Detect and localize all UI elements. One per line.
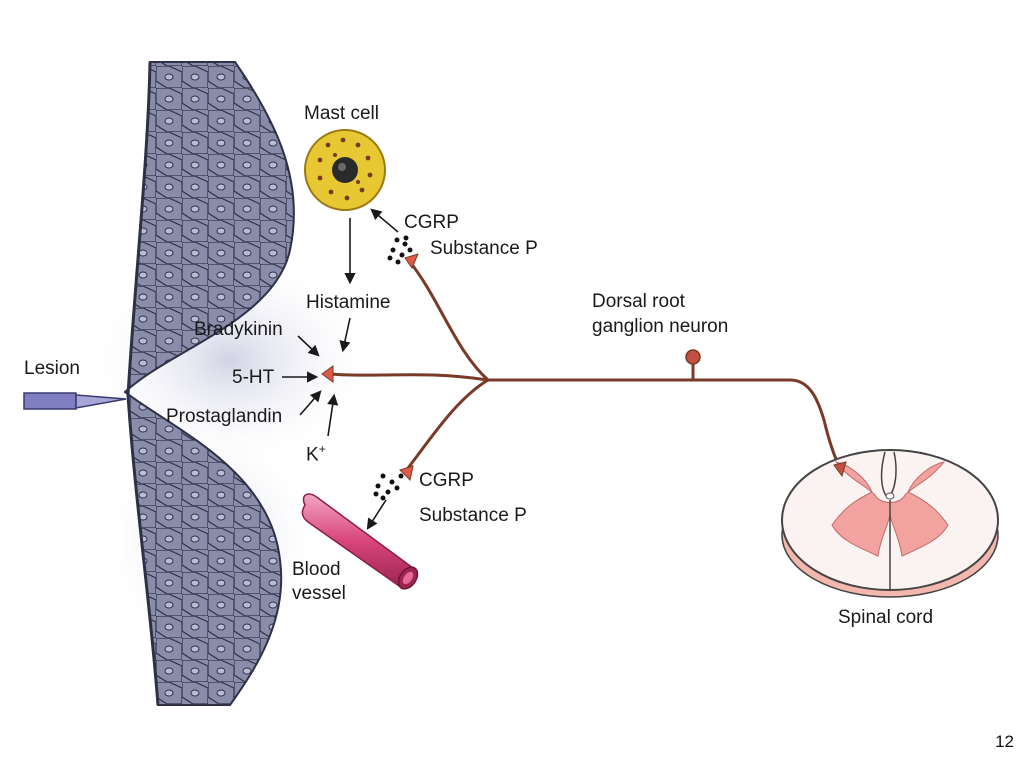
label-prostaglandin: Prostaglandin: [166, 406, 283, 427]
scalpel-icon: [23, 392, 127, 410]
neuropeptide-dots-bottom: [373, 473, 404, 501]
signaling-arrows: [282, 208, 399, 530]
label-potassium-charge: +: [318, 442, 326, 456]
label-substance-p-top: Substance P: [430, 238, 538, 259]
label-cgrp-bottom: CGRP: [419, 470, 474, 491]
label-lesion: Lesion: [24, 358, 80, 379]
label-histamine: Histamine: [306, 292, 391, 313]
page-number: 12: [995, 732, 1014, 751]
blood-vessel: [301, 493, 419, 590]
label-drg-line2: ganglion neuron: [592, 316, 729, 337]
label-potassium-symbol: K: [306, 444, 319, 466]
label-potassium: K+: [306, 438, 326, 466]
nerve-terminals: [321, 253, 419, 482]
dorsal-root-ganglion-neuron: [328, 260, 842, 474]
mast-cell: [304, 129, 386, 211]
label-drg-line1: Dorsal root: [592, 291, 685, 312]
ganglion-cell-body: [685, 349, 701, 365]
label-blood-line2: vessel: [292, 583, 346, 604]
label-5ht: 5-HT: [232, 367, 275, 388]
spinal-cord: [781, 449, 999, 598]
neuropeptide-dots-top: [387, 235, 413, 265]
label-mast-cell: Mast cell: [304, 103, 379, 124]
label-cgrp-top: CGRP: [404, 212, 459, 233]
skin-tissue: [123, 61, 295, 706]
label-bradykinin: Bradykinin: [194, 319, 283, 340]
label-spinal-cord: Spinal cord: [838, 607, 934, 628]
label-blood-line1: Blood: [292, 559, 341, 580]
label-substance-p-bottom: Substance P: [419, 505, 527, 526]
